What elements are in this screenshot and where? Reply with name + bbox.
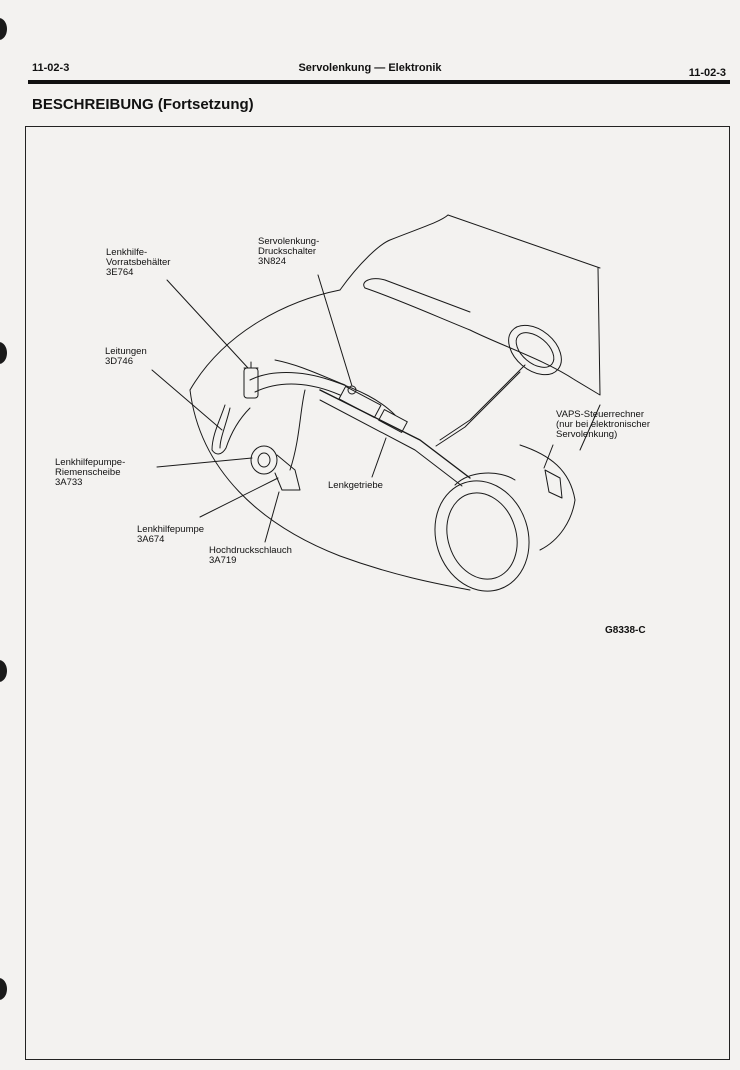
reservoir [243, 367, 259, 399]
hood-front-edge [189, 289, 341, 391]
cowl-line [339, 214, 449, 291]
punch-hole-3 [0, 660, 7, 682]
wheel-rim [446, 492, 518, 580]
power-steering-pump [274, 454, 301, 491]
leader-pulley [156, 457, 253, 468]
tyre-edge [454, 472, 516, 486]
label-druckschalter: Servolenkung- Druckschalter 3N824 [258, 236, 320, 267]
leader-lines [151, 369, 223, 431]
leader-hose [264, 491, 280, 543]
windshield-lower [364, 287, 576, 381]
section-title: BESCHREIBUNG (Fortsetzung) [32, 96, 254, 113]
pump-pulley [250, 445, 278, 475]
label-riemenscheibe: Lenkhilfepumpe- Riemenscheibe 3A733 [55, 457, 126, 488]
label-hochdruckschlauch: Hochdruckschlauch 3A719 [209, 545, 292, 566]
label-pumpe: Lenkhilfepumpe 3A674 [137, 524, 205, 545]
figure-id: G8338-C [605, 625, 646, 636]
leader-pump [199, 477, 279, 518]
high-pressure-hose [289, 389, 306, 471]
windshield-frame [363, 278, 471, 313]
page-number-right: 11-02-3 [688, 67, 726, 79]
pressure-lines [249, 372, 396, 416]
leader-reservoir [166, 279, 249, 369]
page-number-left: 11-02-3 [32, 62, 70, 74]
figure-frame [25, 126, 730, 1060]
leader-rack [371, 437, 387, 478]
steering-wheel [508, 324, 562, 376]
steering-rack [319, 389, 471, 479]
vaps-module [544, 469, 563, 499]
body-lower-curve [189, 389, 471, 591]
steering-column [439, 364, 526, 441]
page-header-title: Servolenkung — Elektronik [298, 62, 442, 74]
header-rule [28, 80, 730, 84]
punch-hole-1 [0, 18, 7, 40]
a-pillar [574, 267, 601, 396]
punch-hole-2 [0, 342, 7, 364]
fender-arch [519, 444, 576, 551]
fender-top [579, 404, 601, 451]
punch-hole-4 [0, 978, 7, 1000]
windshield-top [447, 214, 601, 269]
leader-vaps [543, 444, 554, 469]
label-vorratsbehaelter: Lenkhilfe- Vorratsbehälter 3E764 [106, 247, 171, 278]
hose-lines [211, 404, 251, 455]
label-leitungen: Leitungen 3D746 [105, 346, 147, 367]
label-lenkgetriebe: Lenkgetriebe [328, 480, 383, 491]
leader-switch [317, 274, 353, 387]
front-wheel [434, 480, 530, 592]
label-vaps: VAPS-Steuerrechner (nur bei elektronisch… [556, 409, 650, 440]
